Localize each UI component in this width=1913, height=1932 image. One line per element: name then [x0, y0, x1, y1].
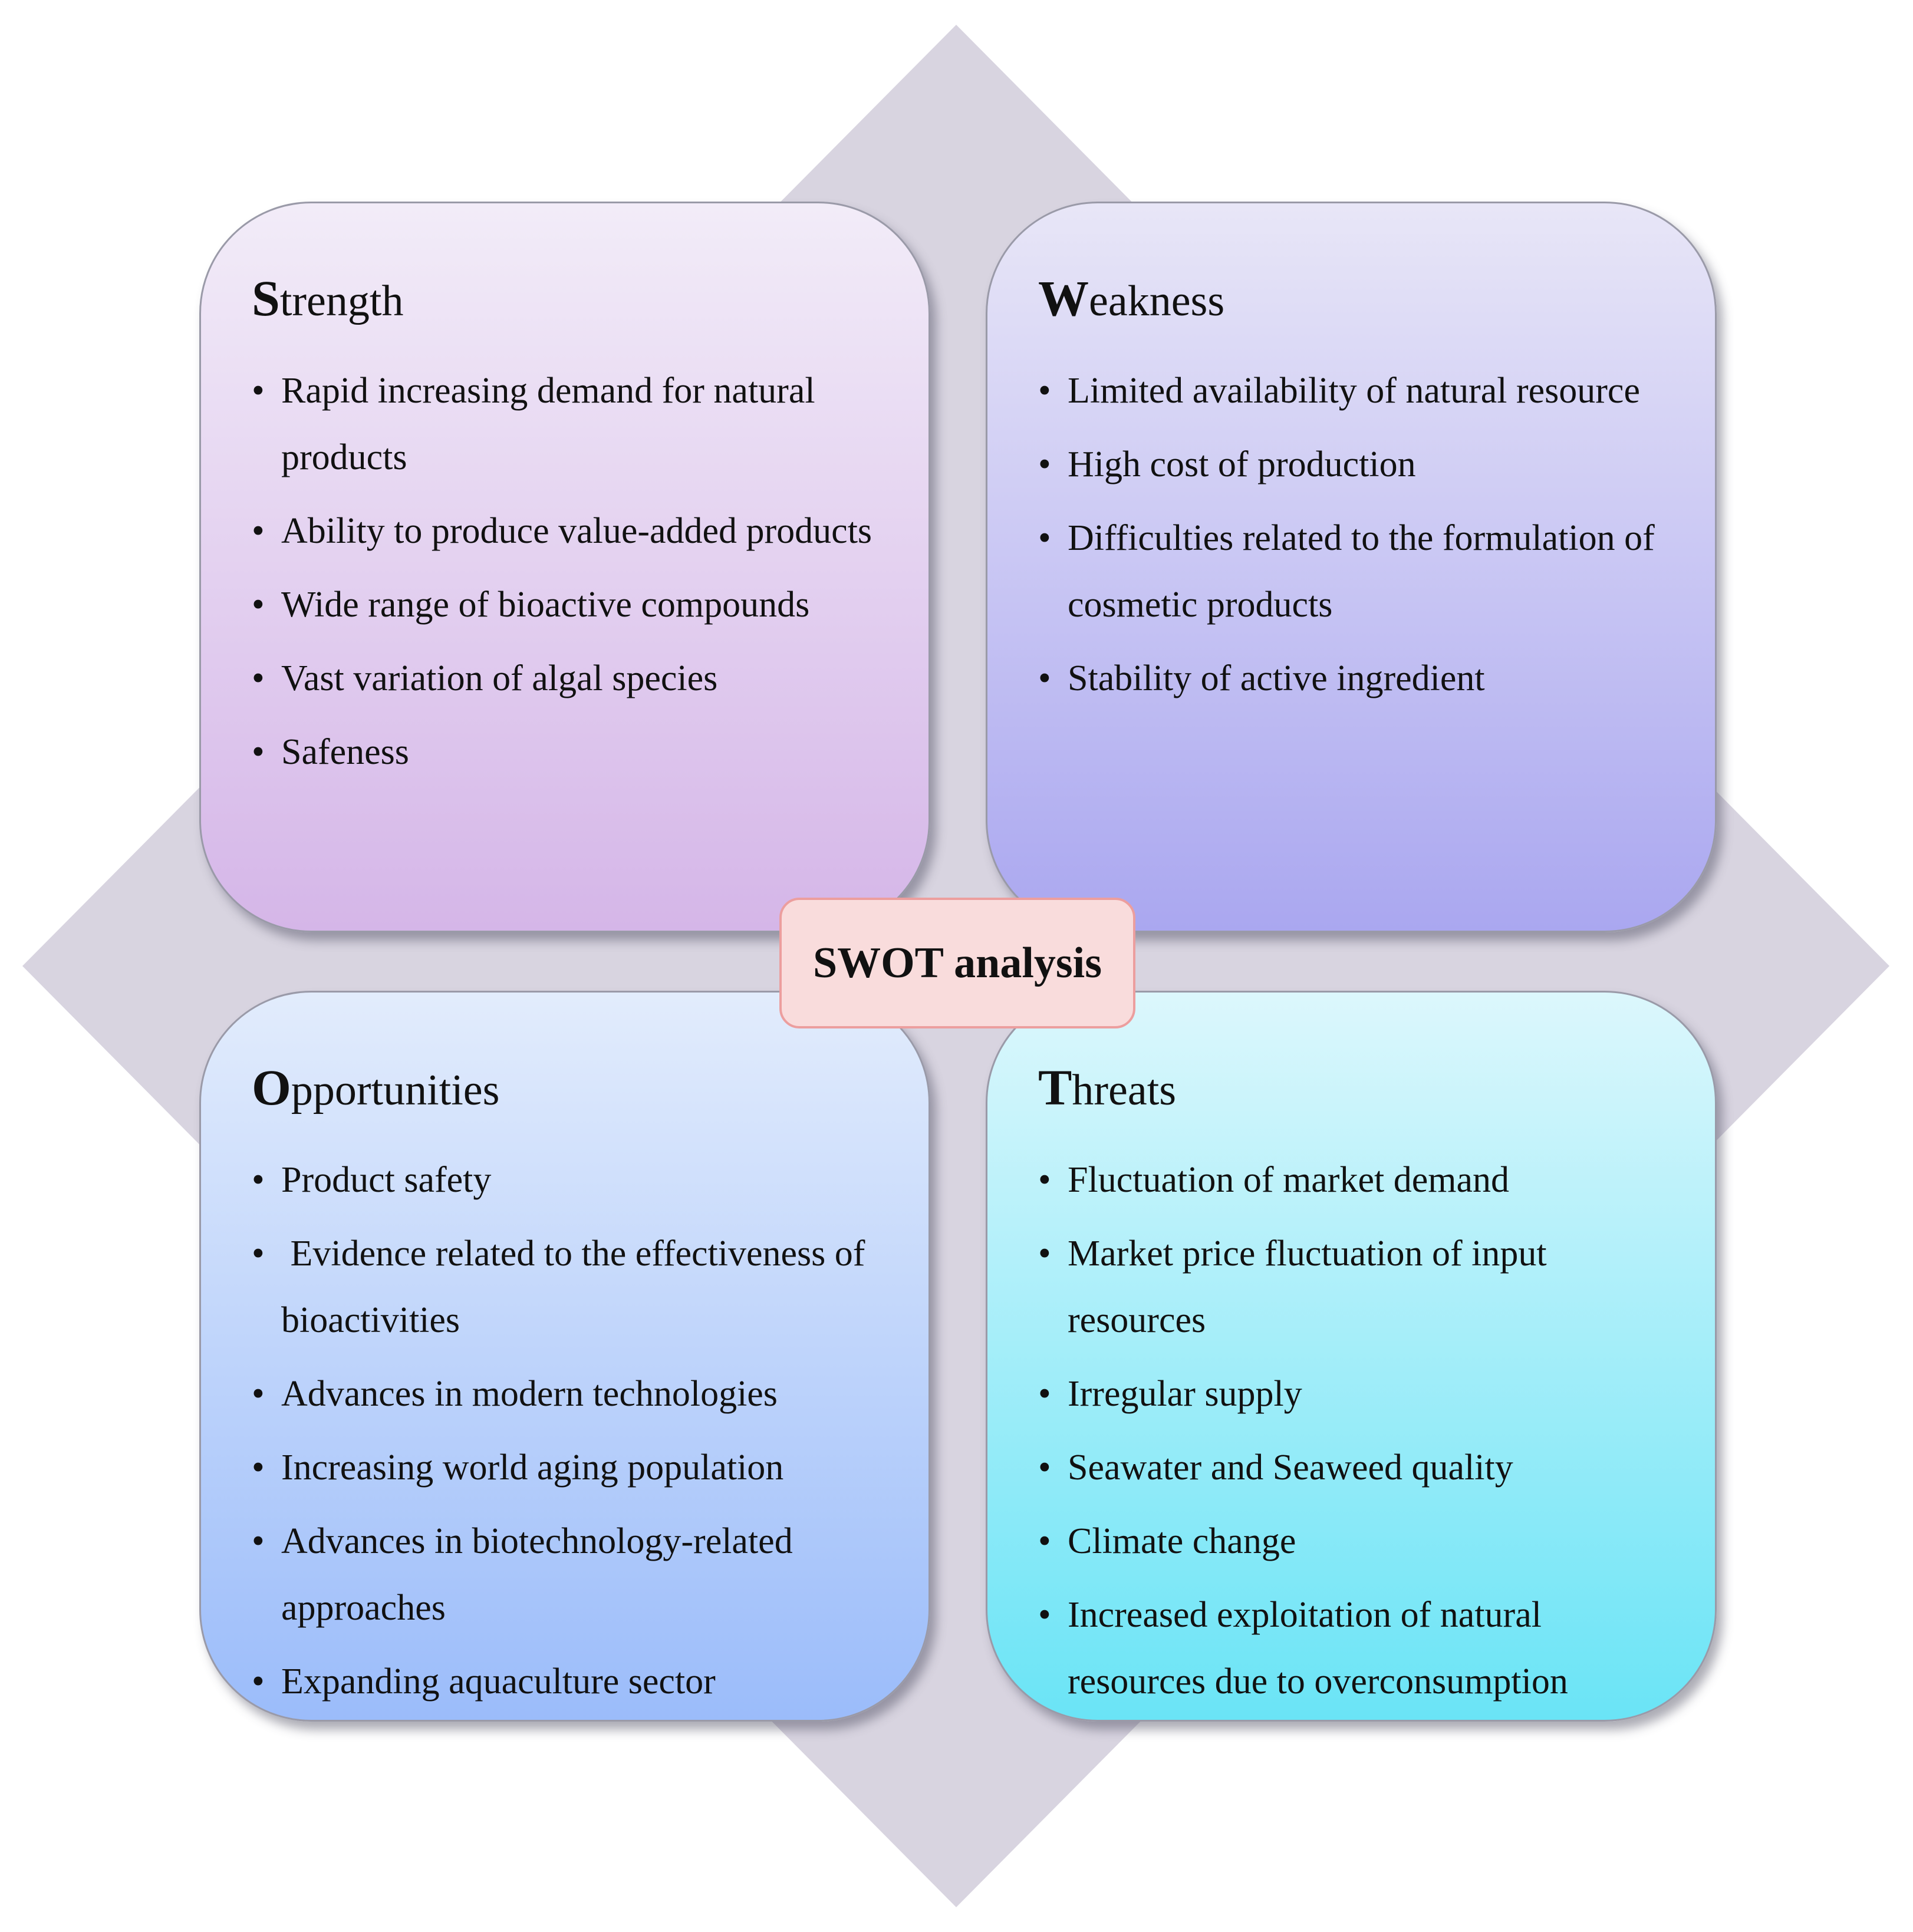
- list-item: • High cost of production: [1038, 431, 1680, 498]
- opportunities-title: Opportunities: [252, 1062, 893, 1113]
- bullet-icon: •: [252, 1374, 265, 1414]
- list-item: • Vast variation of algal species: [252, 645, 893, 712]
- list-item: • Climate change: [1038, 1508, 1680, 1575]
- opportunities-list: • Product safety • Evidence related to th…: [252, 1147, 893, 1715]
- strength-item-text: Ability to produce value-added products: [281, 511, 872, 551]
- threats-item-text: Climate change: [1068, 1521, 1296, 1561]
- strength-item-text: Vast variation of algal species: [281, 658, 718, 698]
- bullet-icon: •: [252, 371, 265, 411]
- list-item: • Evidence related to the effectiveness …: [252, 1221, 893, 1354]
- opportunities-quadrant: Opportunities • Product safety • Evidence…: [199, 991, 930, 1722]
- weakness-item-text: Difficulties related to the formulation …: [1068, 518, 1655, 625]
- bullet-icon: •: [1038, 1595, 1051, 1635]
- bullet-icon: •: [1038, 1374, 1051, 1414]
- list-item: • Limited availability of natural resourc…: [1038, 358, 1680, 424]
- weakness-title: Weakness: [1038, 273, 1680, 324]
- threats-title-rest: hreats: [1072, 1066, 1177, 1115]
- bullet-icon: •: [252, 511, 265, 551]
- threats-quadrant: Threats • Fluctuation of market demand • M…: [986, 991, 1717, 1722]
- list-item: • Seawater and Seaweed quality: [1038, 1435, 1680, 1501]
- bullet-icon: •: [252, 732, 265, 772]
- bullet-icon: •: [252, 1448, 265, 1488]
- weakness-quadrant: Weakness • Limited availability of natura…: [986, 202, 1717, 932]
- bullet-icon: •: [252, 1661, 265, 1702]
- strength-item-text: Safeness: [281, 732, 409, 772]
- opportunities-item-text: Advances in modern technologies: [281, 1374, 778, 1414]
- opportunities-item-text: Expanding aquaculture sector: [281, 1661, 716, 1702]
- list-item: • Safeness: [252, 719, 893, 786]
- opportunities-item-text: Increasing world aging population: [281, 1448, 784, 1488]
- list-item: • Difficulties related to the formulation…: [1038, 505, 1680, 638]
- list-item: • Expanding aquaculture sector: [252, 1649, 893, 1715]
- threats-title-initial: T: [1038, 1059, 1072, 1116]
- list-item: • Fluctuation of market demand: [1038, 1147, 1680, 1214]
- strength-item-text: Rapid increasing demand for natural prod…: [281, 371, 815, 477]
- bullet-icon: •: [252, 1234, 265, 1274]
- opportunities-title-rest: pportunities: [291, 1066, 500, 1115]
- list-item: • Irregular supply: [1038, 1361, 1680, 1427]
- weakness-title-initial: W: [1038, 270, 1089, 327]
- weakness-item-text: Limited availability of natural resource: [1068, 371, 1640, 411]
- list-item: • Increasing world aging population: [252, 1435, 893, 1501]
- threats-item-text: Increased exploitation of natural resour…: [1068, 1595, 1568, 1702]
- list-item: • Wide range of bioactive compounds: [252, 572, 893, 638]
- threats-title: Threats: [1038, 1062, 1680, 1113]
- bullet-icon: •: [252, 658, 265, 698]
- bullet-icon: •: [1038, 1160, 1051, 1200]
- strength-title-initial: S: [252, 270, 280, 327]
- bullet-icon: •: [1038, 1234, 1051, 1274]
- bullet-icon: •: [1038, 1448, 1051, 1488]
- opportunities-item-text: Product safety: [281, 1160, 492, 1200]
- opportunities-title-initial: O: [252, 1059, 291, 1116]
- list-item: • Product safety: [252, 1147, 893, 1214]
- bullet-icon: •: [1038, 444, 1051, 484]
- strength-title: Strength: [252, 273, 893, 324]
- list-item: • Rapid increasing demand for natural pro…: [252, 358, 893, 491]
- threats-list: • Fluctuation of market demand • Market pr…: [1038, 1147, 1680, 1715]
- bullet-icon: •: [1038, 1521, 1051, 1561]
- strength-list: • Rapid increasing demand for natural pro…: [252, 358, 893, 786]
- strength-quadrant: Strength • Rapid increasing demand for na…: [199, 202, 930, 932]
- list-item: • Increased exploitation of natural resou…: [1038, 1582, 1680, 1715]
- threats-item-text: Market price fluctuation of input resour…: [1068, 1234, 1547, 1340]
- bullet-icon: •: [252, 1160, 265, 1200]
- list-item: • Ability to produce value-added products: [252, 498, 893, 565]
- weakness-list: • Limited availability of natural resourc…: [1038, 358, 1680, 712]
- strength-title-rest: trength: [279, 277, 404, 325]
- swot-center-label: SWOT analysis: [779, 898, 1135, 1028]
- bullet-icon: •: [1038, 371, 1051, 411]
- opportunities-item-text: Evidence related to the effectiveness of…: [281, 1234, 874, 1340]
- threats-item-text: Irregular supply: [1068, 1374, 1302, 1414]
- bullet-icon: •: [1038, 658, 1051, 698]
- bullet-icon: •: [252, 1521, 265, 1561]
- list-item: • Advances in biotechnology-related appro…: [252, 1508, 893, 1641]
- bullet-icon: •: [1038, 518, 1051, 558]
- list-item: • Stability of active ingredient: [1038, 645, 1680, 712]
- list-item: • Advances in modern technologies: [252, 1361, 893, 1427]
- threats-item-text: Seawater and Seaweed quality: [1068, 1448, 1513, 1488]
- bullet-icon: •: [252, 585, 265, 625]
- opportunities-item-text: Advances in biotechnology-related approa…: [281, 1521, 793, 1628]
- threats-item-text: Fluctuation of market demand: [1068, 1160, 1509, 1200]
- weakness-item-text: High cost of production: [1068, 444, 1416, 484]
- weakness-title-rest: eakness: [1089, 277, 1225, 325]
- list-item: • Market price fluctuation of input resou…: [1038, 1221, 1680, 1354]
- weakness-item-text: Stability of active ingredient: [1068, 658, 1485, 698]
- strength-item-text: Wide range of bioactive compounds: [281, 585, 810, 625]
